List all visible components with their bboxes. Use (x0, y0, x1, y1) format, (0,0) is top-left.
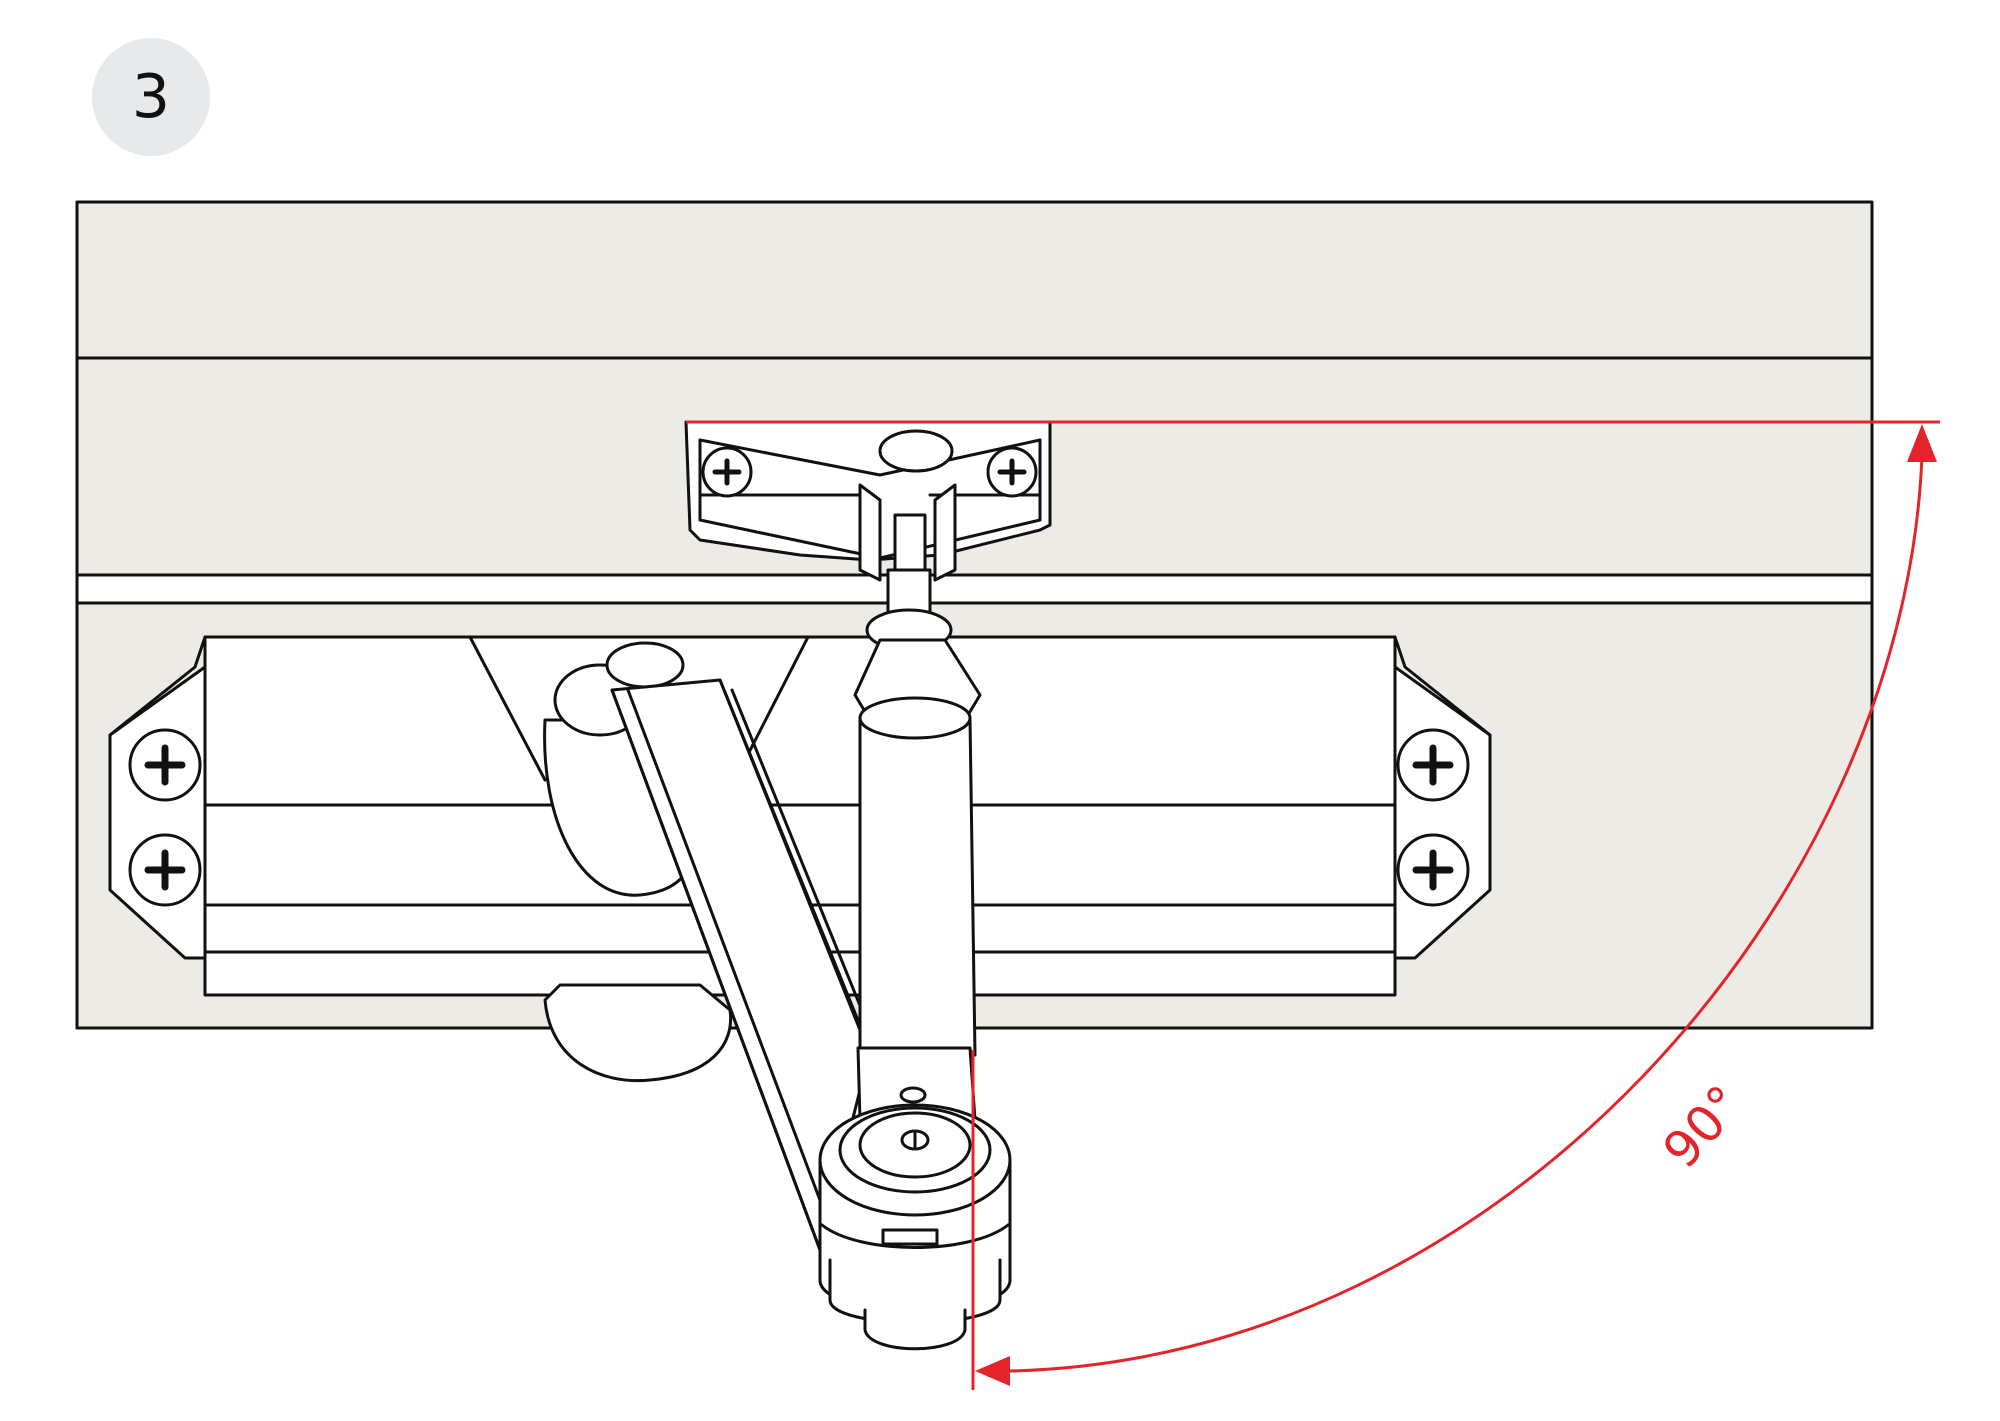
closer-body (108, 635, 1492, 997)
step-number: 3 (131, 62, 171, 132)
bracket-screw-right (986, 446, 1038, 498)
forearm (853, 568, 982, 1057)
bracket-screw-left (701, 446, 753, 498)
main-arm (610, 678, 880, 1252)
angle-dimension (686, 420, 1940, 1390)
step-badge: 3 (92, 38, 210, 156)
body-screws (128, 728, 1470, 907)
arrowhead-icon (975, 424, 1937, 1386)
arm-head (818, 1046, 1012, 1351)
mounting-bracket (684, 420, 1052, 592)
angle-label: 90° (1652, 1075, 1754, 1180)
